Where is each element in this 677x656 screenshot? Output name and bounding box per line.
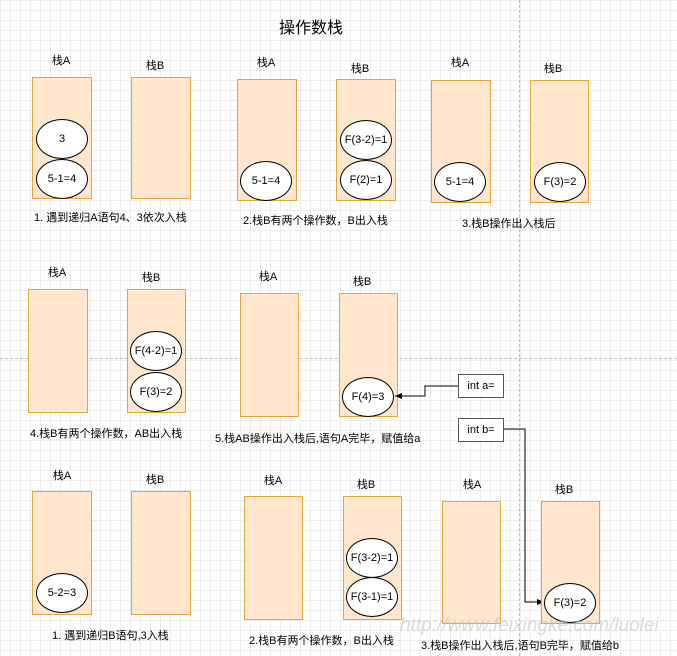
watermark: http://www.feixingke.com/luolei bbox=[400, 615, 659, 636]
stack-item: F(2)=1 bbox=[340, 160, 392, 200]
stack-item: F(3)=2 bbox=[544, 583, 596, 623]
step-caption: 1. 遇到递归B语句,3入栈 bbox=[52, 630, 169, 642]
stack-item: F(4-2)=1 bbox=[130, 331, 182, 371]
stack-a-label: 栈A bbox=[47, 267, 67, 279]
stack-item: F(3-1)=1 bbox=[346, 577, 398, 617]
stack-a-label: 栈A bbox=[462, 479, 482, 491]
arrow-b-to-f3 bbox=[504, 428, 544, 605]
stack-item: 5-1=4 bbox=[240, 161, 292, 201]
stack-item: F(3-2)=1 bbox=[340, 120, 392, 160]
diagram-title: 操作数栈 bbox=[278, 20, 344, 37]
stack-a-label: 栈A bbox=[258, 271, 278, 283]
variable-a-box: int a= bbox=[458, 374, 504, 398]
step-caption: 1. 遇到递归A语句4、3依次入栈 bbox=[34, 212, 187, 224]
stack-item: 3 bbox=[36, 119, 88, 159]
stack-b-label: 栈B bbox=[352, 276, 372, 288]
stack-a bbox=[442, 501, 501, 624]
stack-item: F(4)=3 bbox=[342, 377, 394, 417]
stack-item: 5-1=4 bbox=[36, 159, 88, 199]
stack-item: F(3)=2 bbox=[534, 162, 586, 202]
stack-a bbox=[28, 289, 88, 413]
stack-a-label: 栈A bbox=[51, 55, 71, 67]
step-caption: 5.栈AB操作出入栈后,语句A完毕，赋值给a bbox=[215, 433, 421, 445]
stack-b-label: 栈B bbox=[145, 474, 165, 486]
stack-b-label: 栈B bbox=[145, 60, 165, 72]
stack-b-label: 栈B bbox=[356, 479, 376, 491]
stack-b-label: 栈B bbox=[543, 63, 563, 75]
stack-item: 5-1=4 bbox=[434, 162, 486, 202]
stack-item: F(3)=2 bbox=[130, 372, 182, 412]
step-caption: 3.栈B操作出入栈后,语句B完毕，赋值给b bbox=[421, 640, 620, 652]
stack-b bbox=[131, 77, 191, 199]
stack-a-label: 栈A bbox=[450, 57, 470, 69]
stack-b-label: 栈B bbox=[554, 484, 574, 496]
page-guide-horizontal bbox=[0, 358, 677, 359]
variable-b-box: int b= bbox=[458, 418, 504, 442]
stack-item: F(3-2)=1 bbox=[346, 538, 398, 578]
stack-a-label: 栈A bbox=[52, 470, 72, 482]
step-caption: 4.栈B有两个操作数，AB出入栈 bbox=[30, 428, 183, 440]
step-caption: 3.栈B操作出入栈后 bbox=[462, 218, 556, 230]
stack-b bbox=[131, 491, 191, 615]
stack-b-label: 栈B bbox=[350, 63, 370, 75]
stack-a bbox=[240, 293, 299, 417]
arrow-a-to-f4 bbox=[395, 385, 458, 399]
stack-a-label: 栈A bbox=[263, 475, 283, 487]
step-caption: 2.栈B有两个操作数，B出入栈 bbox=[249, 635, 394, 647]
step-caption: 2.栈B有两个操作数，B出入栈 bbox=[243, 215, 388, 227]
stack-b-label: 栈B bbox=[141, 272, 161, 284]
stack-a-label: 栈A bbox=[256, 57, 276, 69]
stack-item: 5-2=3 bbox=[36, 573, 88, 613]
page-guide-vertical bbox=[519, 0, 520, 656]
stack-a bbox=[244, 496, 303, 620]
